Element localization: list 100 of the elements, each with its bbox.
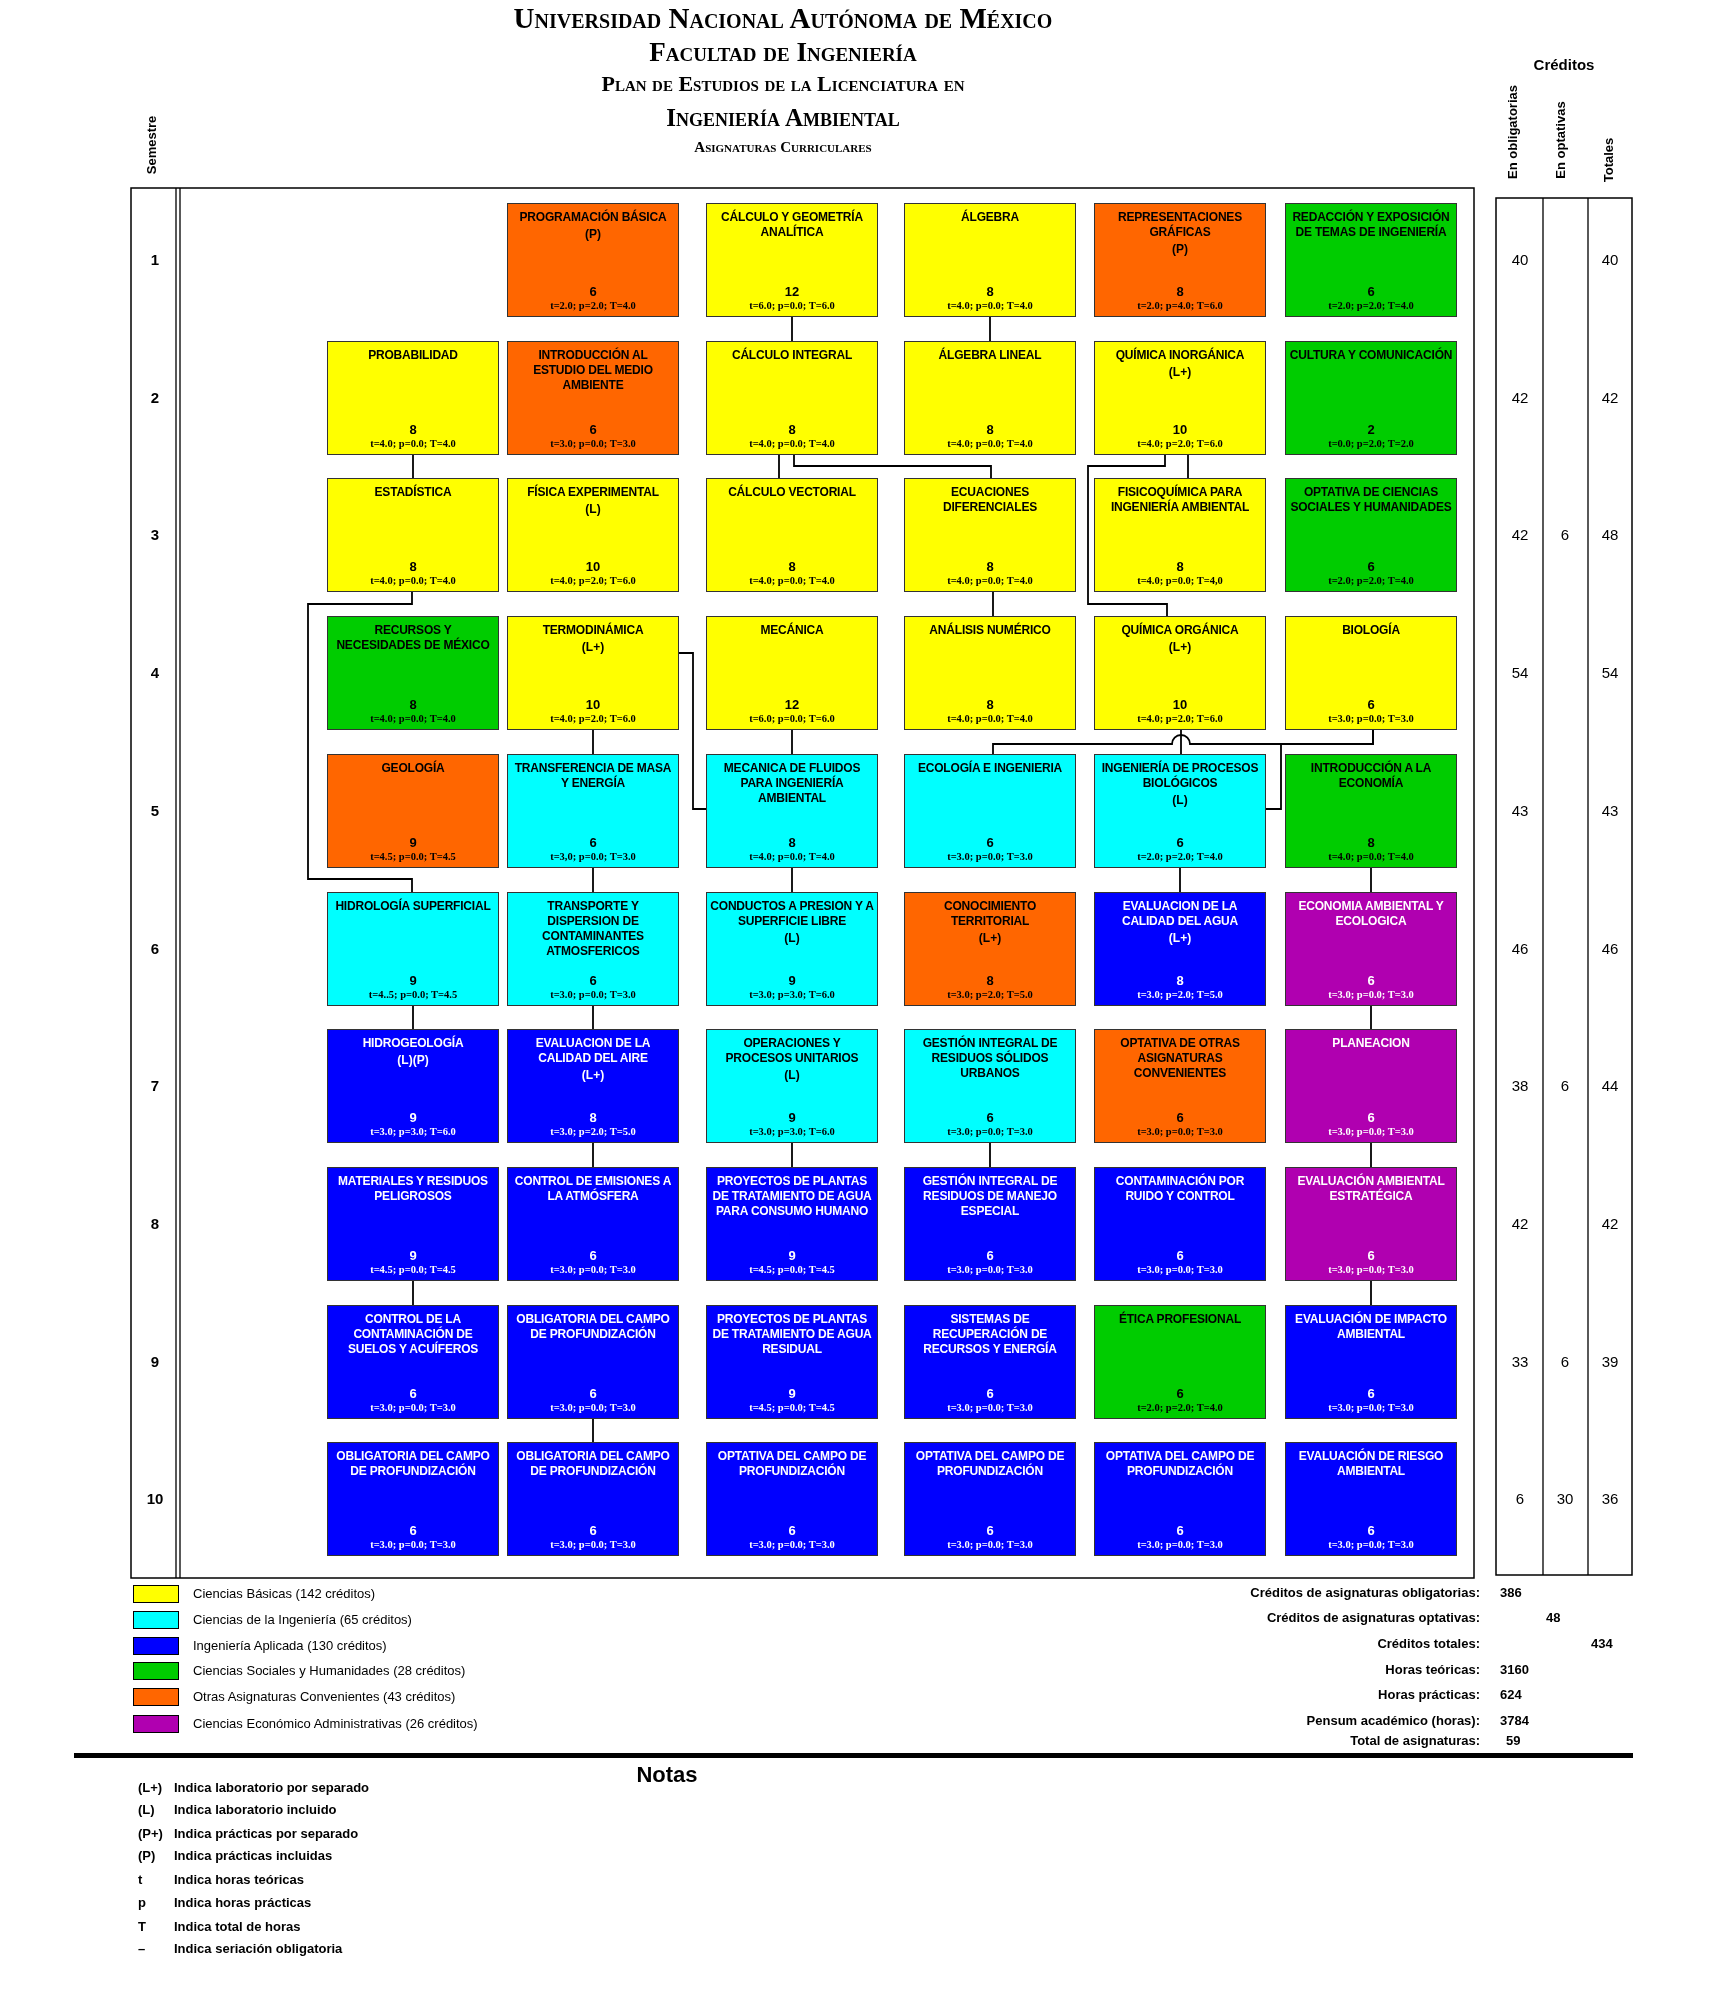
course-box	[1094, 1029, 1266, 1143]
hours-breakdown: t=3.0; p=0.0; T=3.0	[947, 1538, 1033, 1552]
hours-breakdown: t=3.0; p=0.0; T=3.0	[1328, 1263, 1414, 1277]
course-name: OPTATIVA DEL CAMPO DE PROFUNDIZACIÓN	[914, 1449, 1066, 1479]
course-name: HIDROLOGÍA SUPERFICIAL	[335, 899, 491, 914]
course-box	[507, 341, 679, 455]
note-symbol: T	[138, 1919, 146, 1935]
course-box	[507, 1029, 679, 1143]
credit-value: 6	[788, 1522, 796, 1539]
hours-breakdown: t=4.0; p=2.0; T=6.0	[550, 712, 636, 726]
course-name: PROBABILIDAD	[368, 348, 458, 363]
credit-value: 6	[589, 972, 597, 989]
prerequisite-line	[989, 1142, 991, 1168]
prerequisite-line	[1179, 867, 1181, 893]
course-box	[904, 892, 1076, 1006]
course-name: FÍSICA EXPERIMENTAL	[527, 485, 659, 500]
semester-number: 7	[150, 1077, 160, 1096]
note-symbol: (P)	[138, 1848, 156, 1864]
hours-breakdown: t=3.0; p=0.0; T=3.0	[1328, 988, 1414, 1002]
course-name: TRANSPORTE Y DISPERSION DE CONTAMINANTES ATMOSFERICOS	[541, 899, 645, 959]
credit-value: 6	[986, 1385, 994, 1402]
credit-value: 6	[589, 1522, 597, 1539]
hours-breakdown: t=4.0; p=0.0; T=4.0	[947, 299, 1033, 313]
course-box	[1285, 1442, 1457, 1556]
lab-indicator: (L)	[784, 931, 800, 947]
prerequisite-line	[793, 454, 992, 479]
credit-value: 8	[986, 421, 994, 438]
semester-number: 2	[150, 388, 160, 407]
course-name: ÁLGEBRA LINEAL	[938, 348, 1042, 363]
hours-breakdown: t=4.0; p=0.0; T=4.0	[1328, 850, 1414, 864]
note-text: Indica horas teóricas	[174, 1872, 305, 1888]
hours-breakdown: t=3.0; p=0.0; T=3.0	[550, 1538, 636, 1552]
credit-cell: 54	[1511, 664, 1529, 683]
credit-value: 6	[589, 421, 597, 438]
course-box	[327, 1305, 499, 1419]
course-name: CONDUCTOS A PRESION Y A SUPERFICIE LIBRE	[710, 899, 874, 929]
credit-cell: 54	[1601, 664, 1619, 683]
hours-breakdown: t=4.5; p=0.0; T=4.5	[749, 1263, 835, 1277]
credit-value: 9	[788, 1385, 796, 1402]
hours-breakdown: t=6.0; p=0.0; T=6.0	[749, 299, 835, 313]
hours-breakdown: t=4.0; p=0.0; T=4.0	[947, 574, 1033, 588]
hours-breakdown: t=4.5; p=0.0; T=4.5	[749, 1401, 835, 1415]
prerequisite-line	[592, 1142, 594, 1168]
course-name: PROYECTOS DE PLANTAS DE TRATAMIENTO DE AGUA RESIDUAL	[711, 1312, 873, 1357]
course-box	[904, 341, 1076, 455]
prerequisite-line	[1370, 1142, 1372, 1168]
course-box	[706, 203, 878, 317]
credit-value: 9	[788, 972, 796, 989]
credit-value: 6	[409, 1522, 417, 1539]
note-symbol: (P+)	[138, 1826, 163, 1842]
hours-breakdown: t=3.0; p=0.0; T=3.0	[1137, 1263, 1223, 1277]
prerequisite-line	[791, 867, 793, 893]
course-box	[327, 341, 499, 455]
course-box	[706, 1442, 878, 1556]
course-name: EVALUACION DE LA CALIDAD DEL AGUA	[1120, 899, 1240, 929]
semester-number: 8	[150, 1214, 160, 1233]
credit-cell: 36	[1601, 1490, 1619, 1509]
legend-label: Ciencias Económico Administrativas (26 créditos)	[193, 1716, 478, 1731]
course-name: REDACCIÓN Y EXPOSICIÓN DE TEMAS DE INGENIERÍA	[1291, 210, 1451, 240]
summary-value: 59	[1506, 1733, 1521, 1749]
course-box	[1094, 203, 1266, 317]
hours-breakdown: t=4.0; p=0.0; T=4.0	[749, 574, 835, 588]
hours-breakdown: t=3.0; p=0.0; T=3.0	[550, 1401, 636, 1415]
hours-breakdown: t=3.0; p=0.0; T=3.0	[947, 1401, 1033, 1415]
prerequisite-line	[791, 316, 793, 342]
hours-breakdown: t=3,0; p=0.0; T=3.0	[550, 850, 636, 864]
course-box	[904, 1442, 1076, 1556]
credit-value: 10	[1172, 421, 1188, 438]
credit-cell: 43	[1601, 801, 1619, 820]
prerequisite-line	[992, 591, 994, 617]
summary-label: Créditos de asignaturas obligatorias:	[1250, 1585, 1480, 1601]
prerequisite-line	[307, 591, 413, 893]
course-box	[1285, 892, 1457, 1006]
hours-breakdown: t=3.0; p=2.0; T=5.0	[947, 988, 1033, 1002]
prerequisite-line	[1370, 1005, 1372, 1030]
course-name: HIDROGEOLOGÍA	[362, 1036, 464, 1051]
course-name: MECANICA DE FLUIDOS PARA INGENIERÍA AMBIENTAL	[722, 761, 862, 806]
course-name: CONTROL DE EMISIONES A LA ATMÓSFERA	[513, 1174, 673, 1204]
course-box	[1094, 478, 1266, 592]
credit-value: 10	[585, 696, 601, 713]
course-box	[1094, 754, 1266, 868]
course-name: GEOLOGÍA	[381, 761, 445, 776]
lab-indicator: (L+)	[581, 640, 605, 656]
prerequisite-line	[778, 454, 780, 479]
prerequisite-line	[1370, 867, 1372, 893]
summary-label: Créditos totales:	[1377, 1636, 1480, 1652]
legend-label: Ciencias de la Ingeniería (65 créditos)	[193, 1612, 412, 1627]
course-name: CÁLCULO VECTORIAL	[728, 485, 856, 500]
course-box	[904, 1167, 1076, 1281]
course-box	[904, 1305, 1076, 1419]
hours-breakdown: t=3.0; p=2.0; T=5.0	[550, 1125, 636, 1139]
credit-value: 6	[1367, 696, 1375, 713]
semester-number: 9	[150, 1352, 160, 1371]
hours-breakdown: t=4.0; p=0.0; T=4.0	[749, 437, 835, 451]
credit-value: 8	[409, 421, 417, 438]
hours-breakdown: t=3.0; p=3.0; T=6.0	[749, 988, 835, 1002]
prerequisite-line	[989, 316, 991, 342]
credit-value: 6	[986, 1522, 994, 1539]
credit-cell: 6	[1560, 526, 1570, 545]
credit-value: 6	[1367, 283, 1375, 300]
